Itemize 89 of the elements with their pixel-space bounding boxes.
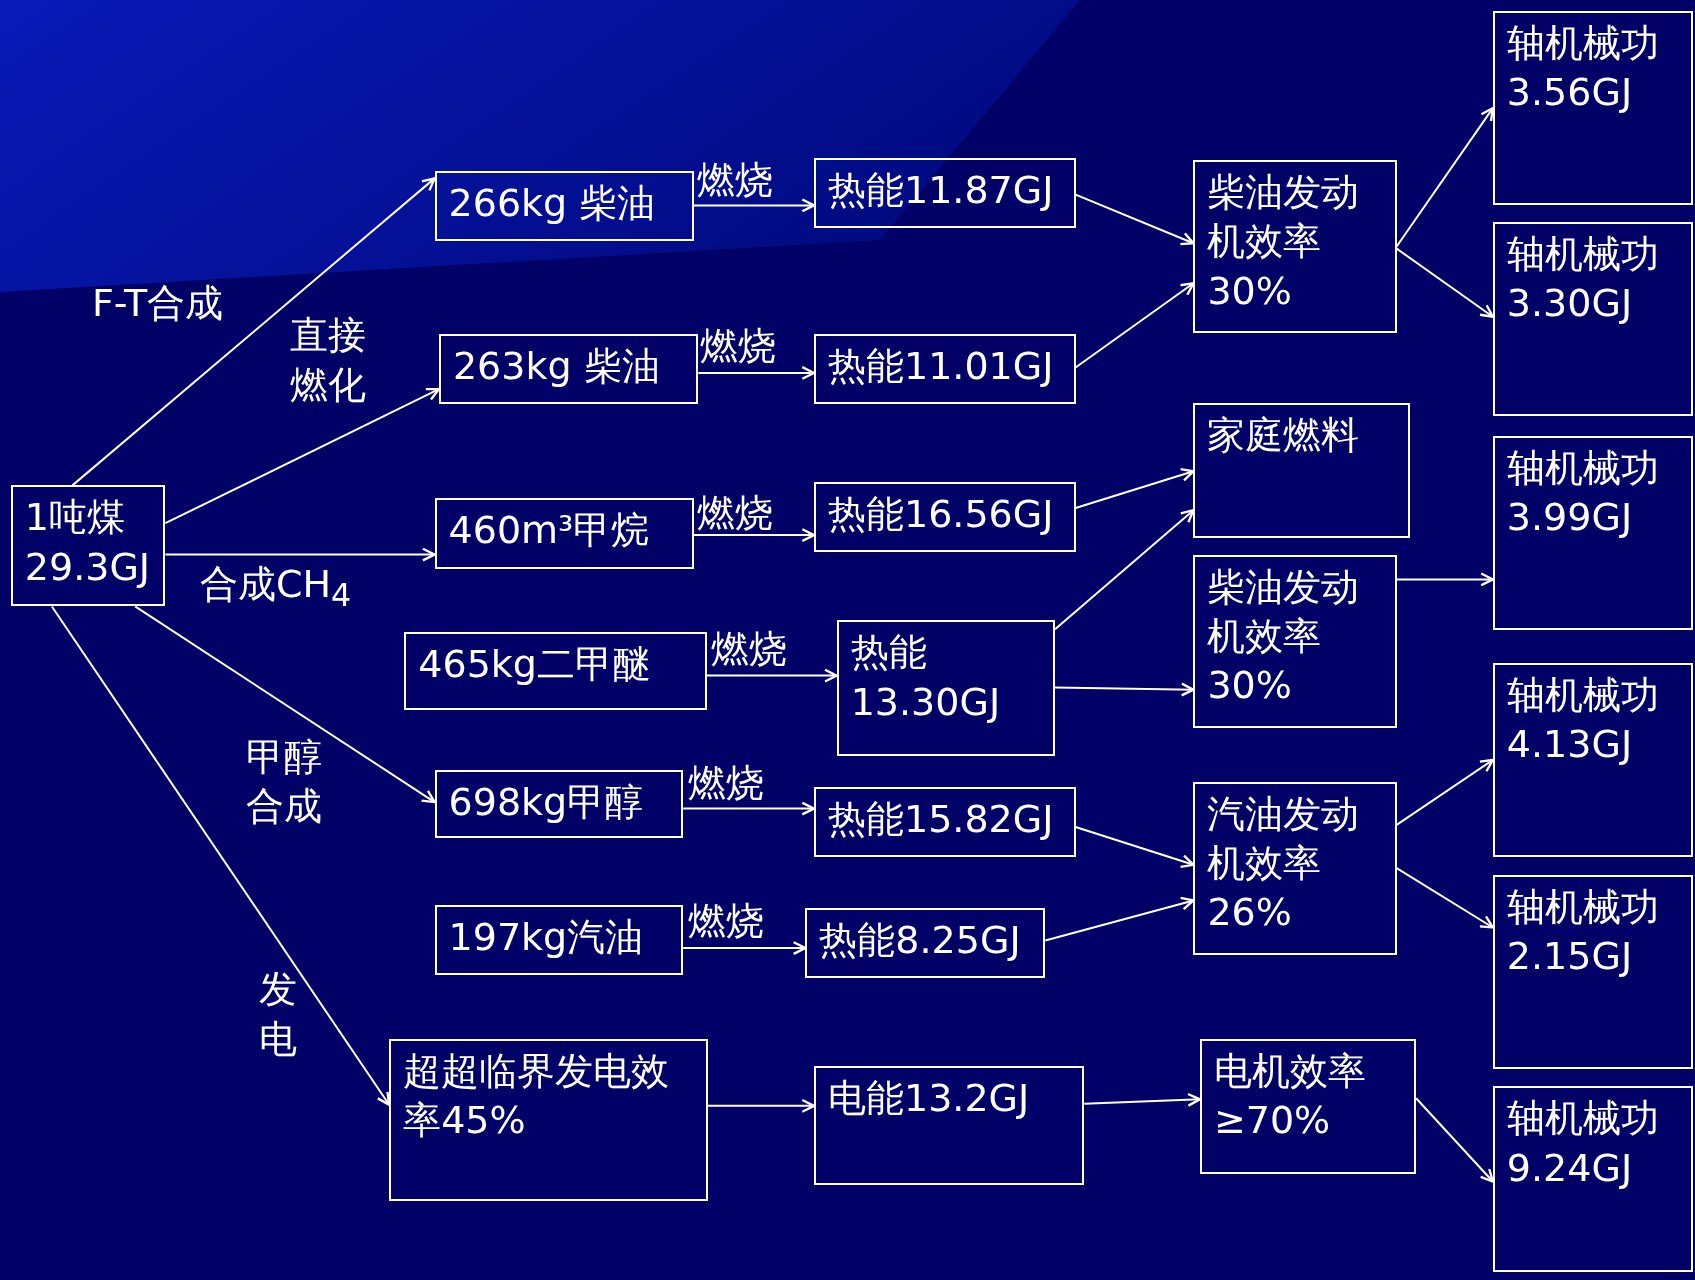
node-text: 柴油发动机效率30% bbox=[1207, 169, 1361, 315]
process-box bbox=[1199, 1038, 1417, 1174]
edge-label: 发电 bbox=[259, 966, 299, 1063]
arrow bbox=[1395, 247, 1494, 318]
arrow bbox=[693, 198, 816, 213]
process-box bbox=[434, 904, 684, 976]
edge-label: 燃烧 bbox=[687, 898, 765, 946]
edge-label: F-T合成 bbox=[91, 279, 225, 327]
arrow bbox=[682, 941, 807, 956]
node-text: 热能11.01GJ bbox=[828, 343, 1055, 390]
process-box bbox=[1492, 1086, 1693, 1273]
process-box bbox=[10, 485, 166, 607]
process-box bbox=[814, 334, 1076, 405]
arrow bbox=[1074, 468, 1195, 510]
node-text: 465kg二甲醚 bbox=[418, 641, 652, 689]
node-text: 266kg 柴油 bbox=[448, 179, 657, 227]
node-text: 热能8.25GJ bbox=[819, 917, 1022, 965]
process-box bbox=[1492, 662, 1693, 858]
edge-label: 直接燃化 bbox=[289, 312, 367, 409]
node-text: 轴机械功 3.56GJ bbox=[1506, 19, 1660, 117]
node-text: 热能11.87GJ bbox=[828, 166, 1055, 214]
process-box bbox=[1193, 403, 1410, 539]
process-box bbox=[805, 908, 1046, 979]
process-box bbox=[1492, 221, 1693, 417]
node-text: 电能13.2GJ bbox=[828, 1074, 1031, 1122]
process-box bbox=[434, 170, 694, 242]
arrow bbox=[1074, 193, 1195, 246]
node-text: 轴机械功 3.30GJ bbox=[1506, 230, 1660, 327]
node-text: 超超临界发电效率45% bbox=[403, 1047, 671, 1145]
arrow bbox=[707, 1098, 816, 1113]
arrow bbox=[1395, 106, 1494, 248]
node-text: 家庭燃料 bbox=[1207, 412, 1361, 460]
process-box bbox=[389, 1038, 709, 1201]
arrow bbox=[50, 605, 391, 1106]
node-text: 698kg甲醇 bbox=[448, 778, 645, 826]
node-text: 460m³甲烷 bbox=[448, 507, 651, 555]
edge-label: 燃烧 bbox=[697, 156, 775, 204]
arrow bbox=[1054, 682, 1195, 697]
arrow bbox=[1054, 509, 1195, 631]
arrow bbox=[71, 177, 436, 487]
process-box bbox=[1193, 781, 1397, 955]
arrow bbox=[134, 605, 436, 804]
node-text: 轴机械功 4.13GJ bbox=[1506, 671, 1660, 769]
arrow bbox=[1074, 282, 1195, 369]
arrow bbox=[1395, 758, 1494, 826]
edge-label: 甲醇合成 bbox=[246, 733, 324, 831]
process-box bbox=[404, 632, 707, 711]
arrow bbox=[705, 668, 838, 683]
arrow bbox=[1044, 896, 1195, 942]
process-box bbox=[1492, 874, 1693, 1070]
node-text: 电机效率≥70% bbox=[1213, 1047, 1367, 1145]
node-text: 263kg 柴油 bbox=[452, 343, 661, 390]
arrow bbox=[1415, 1097, 1494, 1183]
node-text: 1吨煤 29.3GJ bbox=[24, 494, 152, 591]
arrow bbox=[693, 528, 816, 543]
edge-label: 燃烧 bbox=[687, 759, 765, 807]
arrow bbox=[1395, 572, 1494, 587]
node-text: 热能16.56GJ bbox=[828, 491, 1055, 539]
edge-label: 合成CH$_{4}$ bbox=[199, 560, 353, 615]
process-box bbox=[1492, 10, 1693, 206]
process-box bbox=[1193, 554, 1397, 728]
node-text: 柴油发动机效率30% bbox=[1207, 563, 1361, 710]
arrow bbox=[682, 801, 816, 816]
node-text: 轴机械功 9.24GJ bbox=[1506, 1095, 1660, 1192]
process-box bbox=[1193, 160, 1397, 333]
process-box bbox=[814, 1065, 1085, 1185]
arrow bbox=[1074, 825, 1195, 868]
arrow bbox=[1083, 1092, 1202, 1107]
arrow bbox=[1395, 867, 1494, 929]
arrow bbox=[164, 547, 436, 562]
process-box bbox=[1492, 435, 1693, 631]
node-text: 热能13.30GJ bbox=[850, 629, 1002, 726]
process-box bbox=[836, 620, 1056, 756]
process-box bbox=[434, 769, 684, 838]
edge-label: 燃烧 bbox=[700, 323, 778, 371]
arrow bbox=[164, 387, 441, 525]
node-text: 197kg汽油 bbox=[448, 913, 645, 961]
process-box bbox=[814, 786, 1076, 858]
edge-label: 燃烧 bbox=[697, 489, 775, 537]
node-text: 汽油发动机效率26% bbox=[1207, 790, 1361, 937]
node-text: 轴机械功 3.99GJ bbox=[1506, 444, 1660, 542]
node-text: 热能15.82GJ bbox=[828, 795, 1055, 843]
process-box bbox=[814, 482, 1076, 553]
process-box bbox=[438, 334, 699, 405]
edge-label: 燃烧 bbox=[711, 625, 789, 673]
arrow bbox=[697, 365, 816, 380]
process-box bbox=[814, 157, 1076, 229]
process-box bbox=[434, 498, 694, 569]
node-text: 轴机械功 2.15GJ bbox=[1506, 883, 1660, 980]
